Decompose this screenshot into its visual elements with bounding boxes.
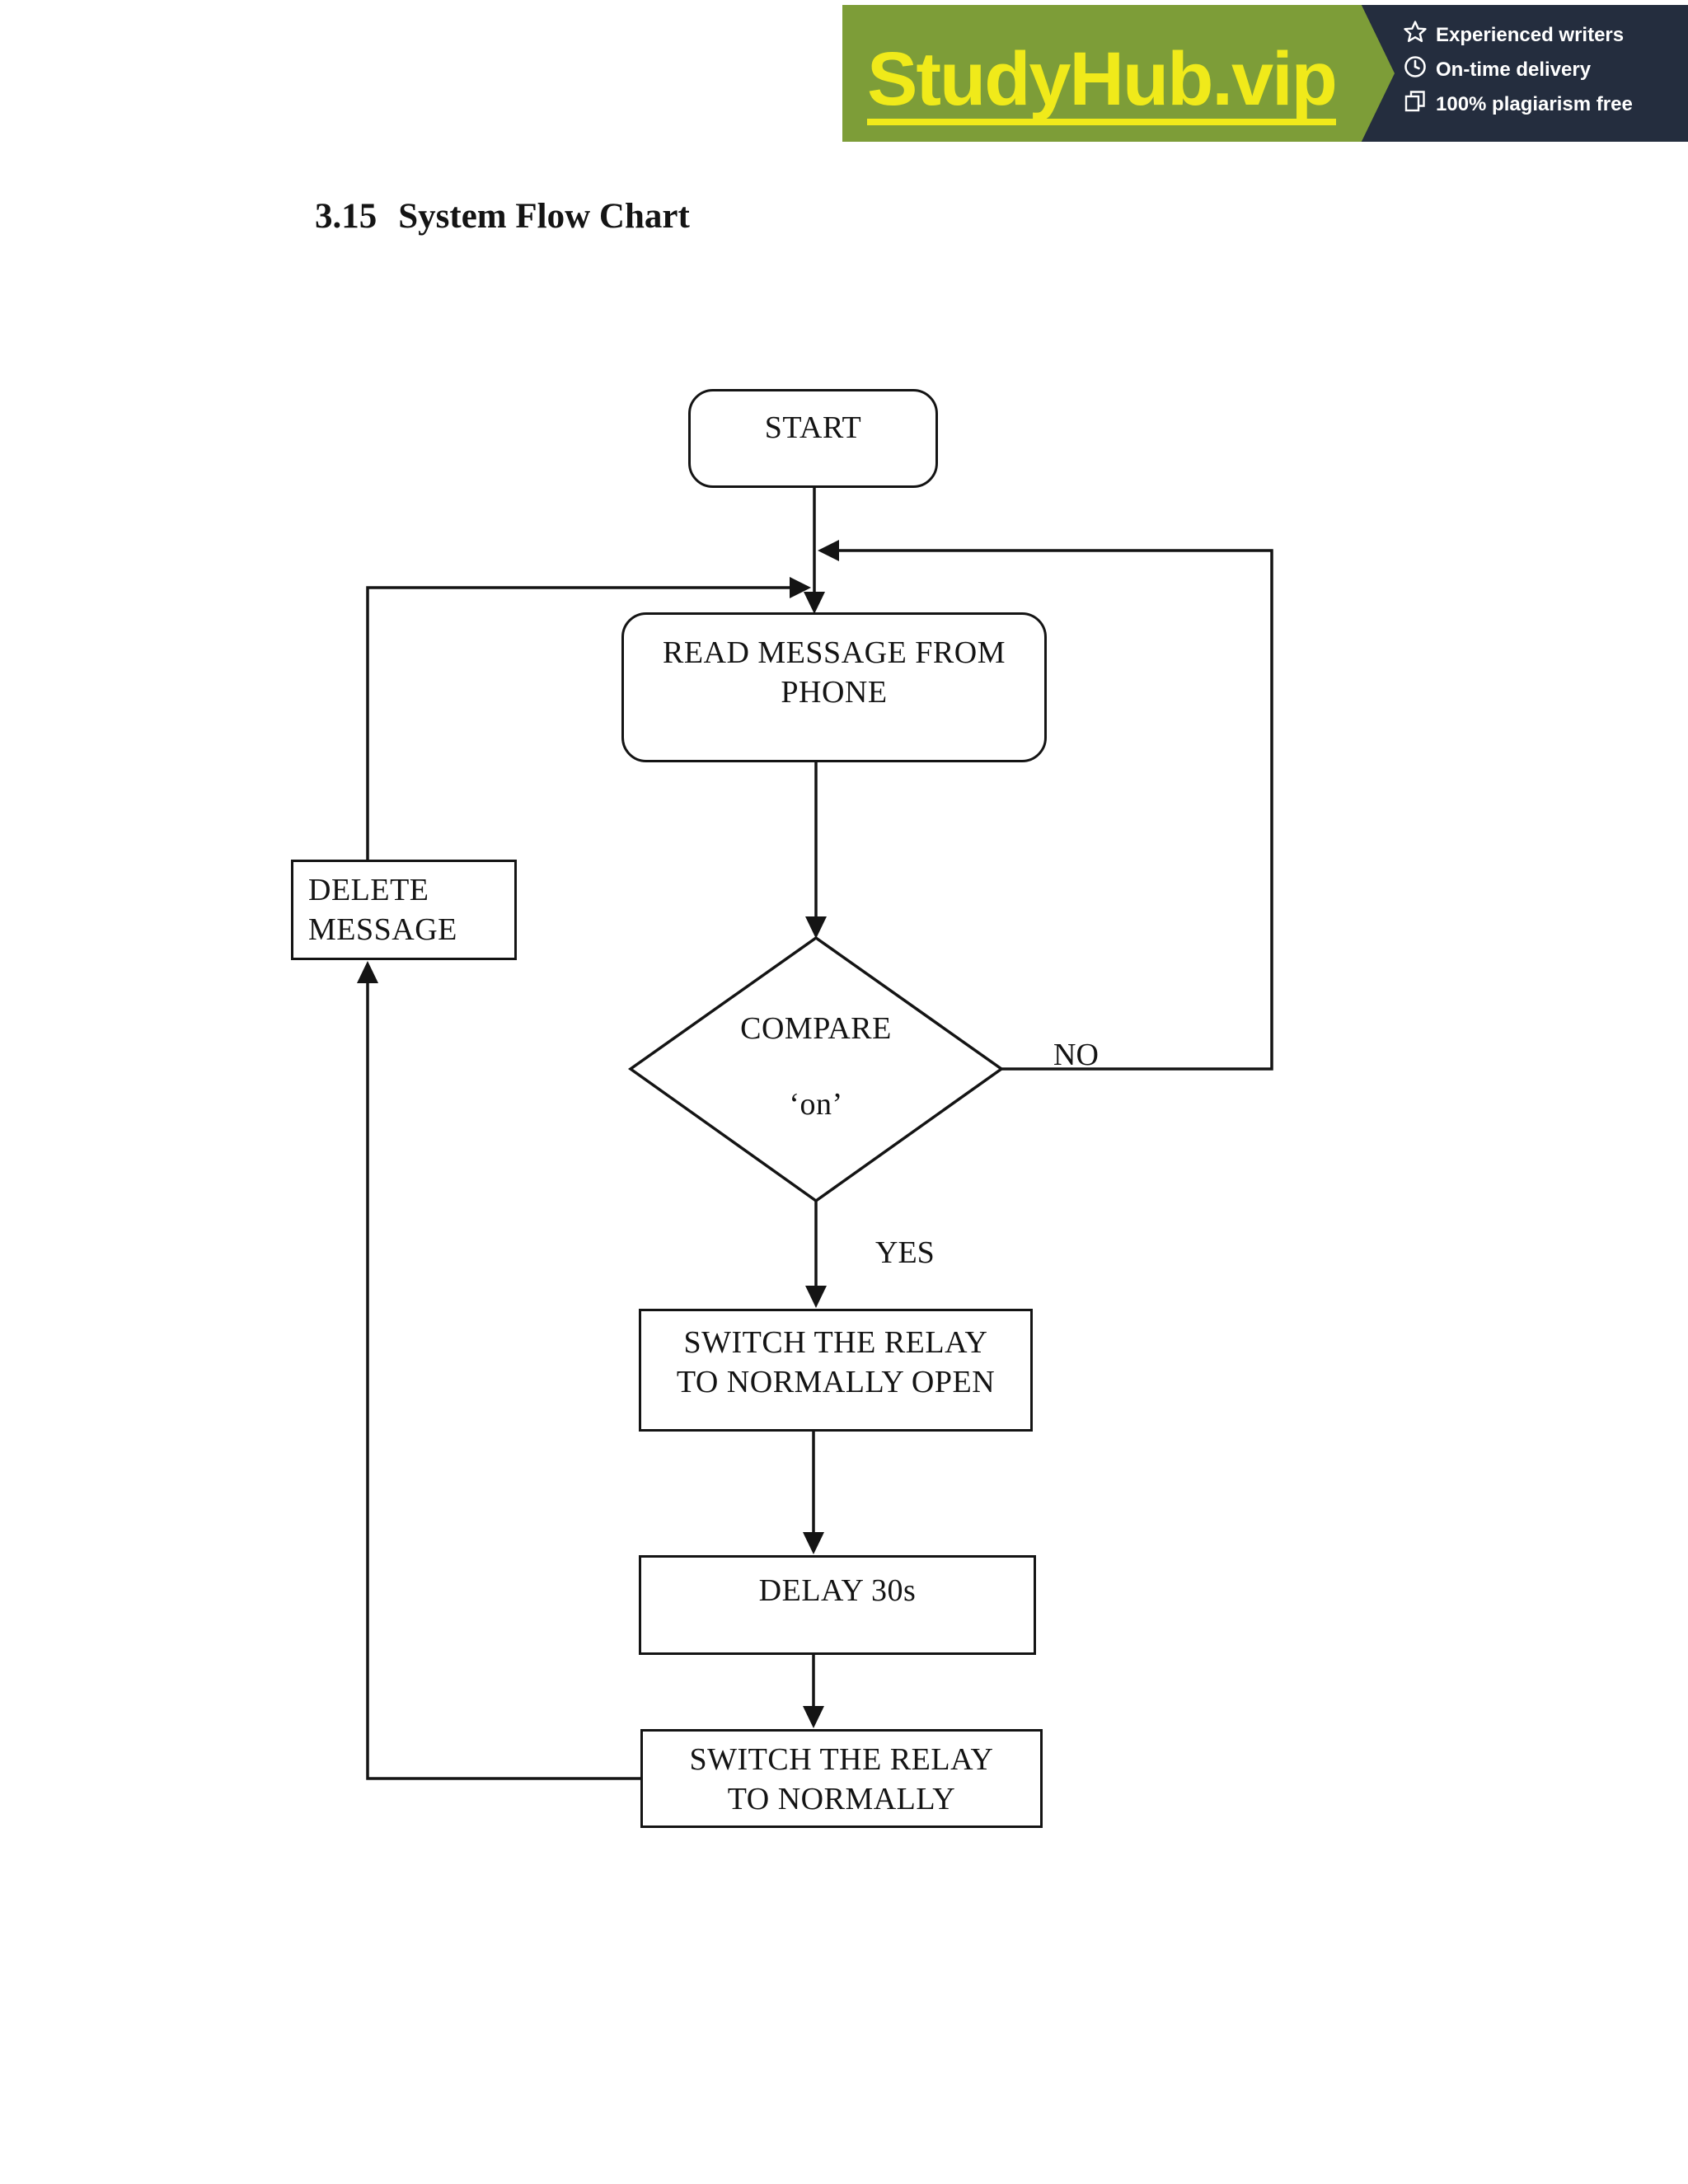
star-icon — [1403, 20, 1428, 50]
compare-label: COMPARE — [740, 1011, 892, 1046]
node-label: START — [764, 410, 862, 445]
flow-node-start: START — [688, 389, 938, 488]
brand-logo-text: StudyHub.vip — [867, 41, 1338, 125]
section-number: 3.15 — [315, 197, 377, 236]
section-heading: 3.15 System Flow Chart — [315, 196, 690, 237]
feature-experienced-writers: Experienced writers — [1403, 21, 1683, 49]
node-label-line: READ MESSAGE FROM — [662, 635, 1006, 670]
node-label-line: PHONE — [781, 675, 888, 710]
edge-label-yes: YES — [875, 1235, 935, 1270]
arrowheads — [357, 540, 839, 1728]
node-label-line: SWITCH THE RELAY — [683, 1325, 988, 1360]
clock-icon — [1403, 54, 1428, 85]
feature-on-time-delivery: On-time delivery — [1403, 56, 1683, 83]
compare-diamond — [627, 935, 1005, 1203]
node-label-line: TO NORMALLY OPEN — [676, 1365, 996, 1399]
section-title: System Flow Chart — [398, 197, 690, 236]
node-label-line: MESSAGE — [308, 912, 457, 947]
copy-icon — [1403, 89, 1428, 120]
feature-label: 100% plagiarism free — [1436, 92, 1633, 115]
node-label-line: DELETE — [308, 873, 429, 907]
feature-label: Experienced writers — [1436, 23, 1625, 46]
node-label-line: TO NORMALLY — [727, 1782, 956, 1816]
feature-plagiarism-free: 100% plagiarism free — [1403, 91, 1683, 118]
flow-node-delay: DELAY 30s — [639, 1555, 1036, 1655]
flow-node-switch-relay-open: SWITCH THE RELAY TO NORMALLY OPEN — [639, 1309, 1033, 1432]
flow-node-switch-relay-normally: SWITCH THE RELAY TO NORMALLY — [640, 1729, 1043, 1828]
flow-node-delete-message: DELETE MESSAGE — [291, 860, 517, 960]
feature-label: On-time delivery — [1436, 58, 1592, 81]
node-label-line: SWITCH THE RELAY — [689, 1742, 994, 1777]
node-label: DELAY 30s — [758, 1573, 917, 1608]
flow-node-read-message: READ MESSAGE FROM PHONE — [621, 612, 1047, 762]
banner-feature-list: Experienced writers On-time delivery — [1403, 21, 1683, 118]
compare-condition-label: ‘on’ — [789, 1087, 843, 1122]
edge-label-no: NO — [1053, 1038, 1099, 1072]
